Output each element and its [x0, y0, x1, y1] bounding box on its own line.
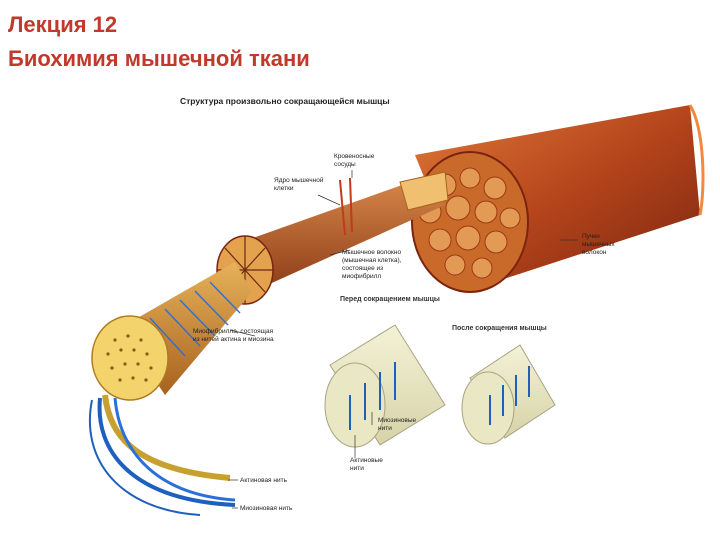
figure-caption: Структура произвольно сокращающейся мышц… [180, 96, 390, 106]
sarcomere-after [461, 344, 556, 445]
label-bundle: Пучки мышечных волокон [582, 233, 616, 256]
sarcomere-before [324, 324, 446, 448]
label-nucleus: Ядро мышечной клетки [274, 176, 325, 192]
label-after-contraction: После сокращения мышцы [452, 325, 547, 332]
slide-title-line1: Лекция 12 [8, 12, 118, 37]
label-before-contraction: Перед сокращением мышцы [340, 296, 440, 303]
label-actin-thread: Актиновая нить [240, 477, 288, 484]
label-actin-filaments: Актиновые нити [350, 457, 385, 472]
muscle-bundle [411, 104, 705, 293]
label-myosin-filaments: Миозиновые нити [378, 417, 418, 432]
label-fiber: Мышечное волокно (мышечная клетка), сост… [342, 249, 403, 280]
label-myofibril: Миофибрилла, состоящая из нитей актина и… [193, 327, 275, 343]
label-blood-vessels: Кровеносные сосуды [334, 153, 376, 168]
filaments [88, 394, 236, 516]
label-myosin-thread: Миозиновая нить [240, 505, 293, 512]
slide-title-line2: Биохимия мышечной ткани [8, 46, 310, 71]
myofibril [91, 262, 252, 401]
